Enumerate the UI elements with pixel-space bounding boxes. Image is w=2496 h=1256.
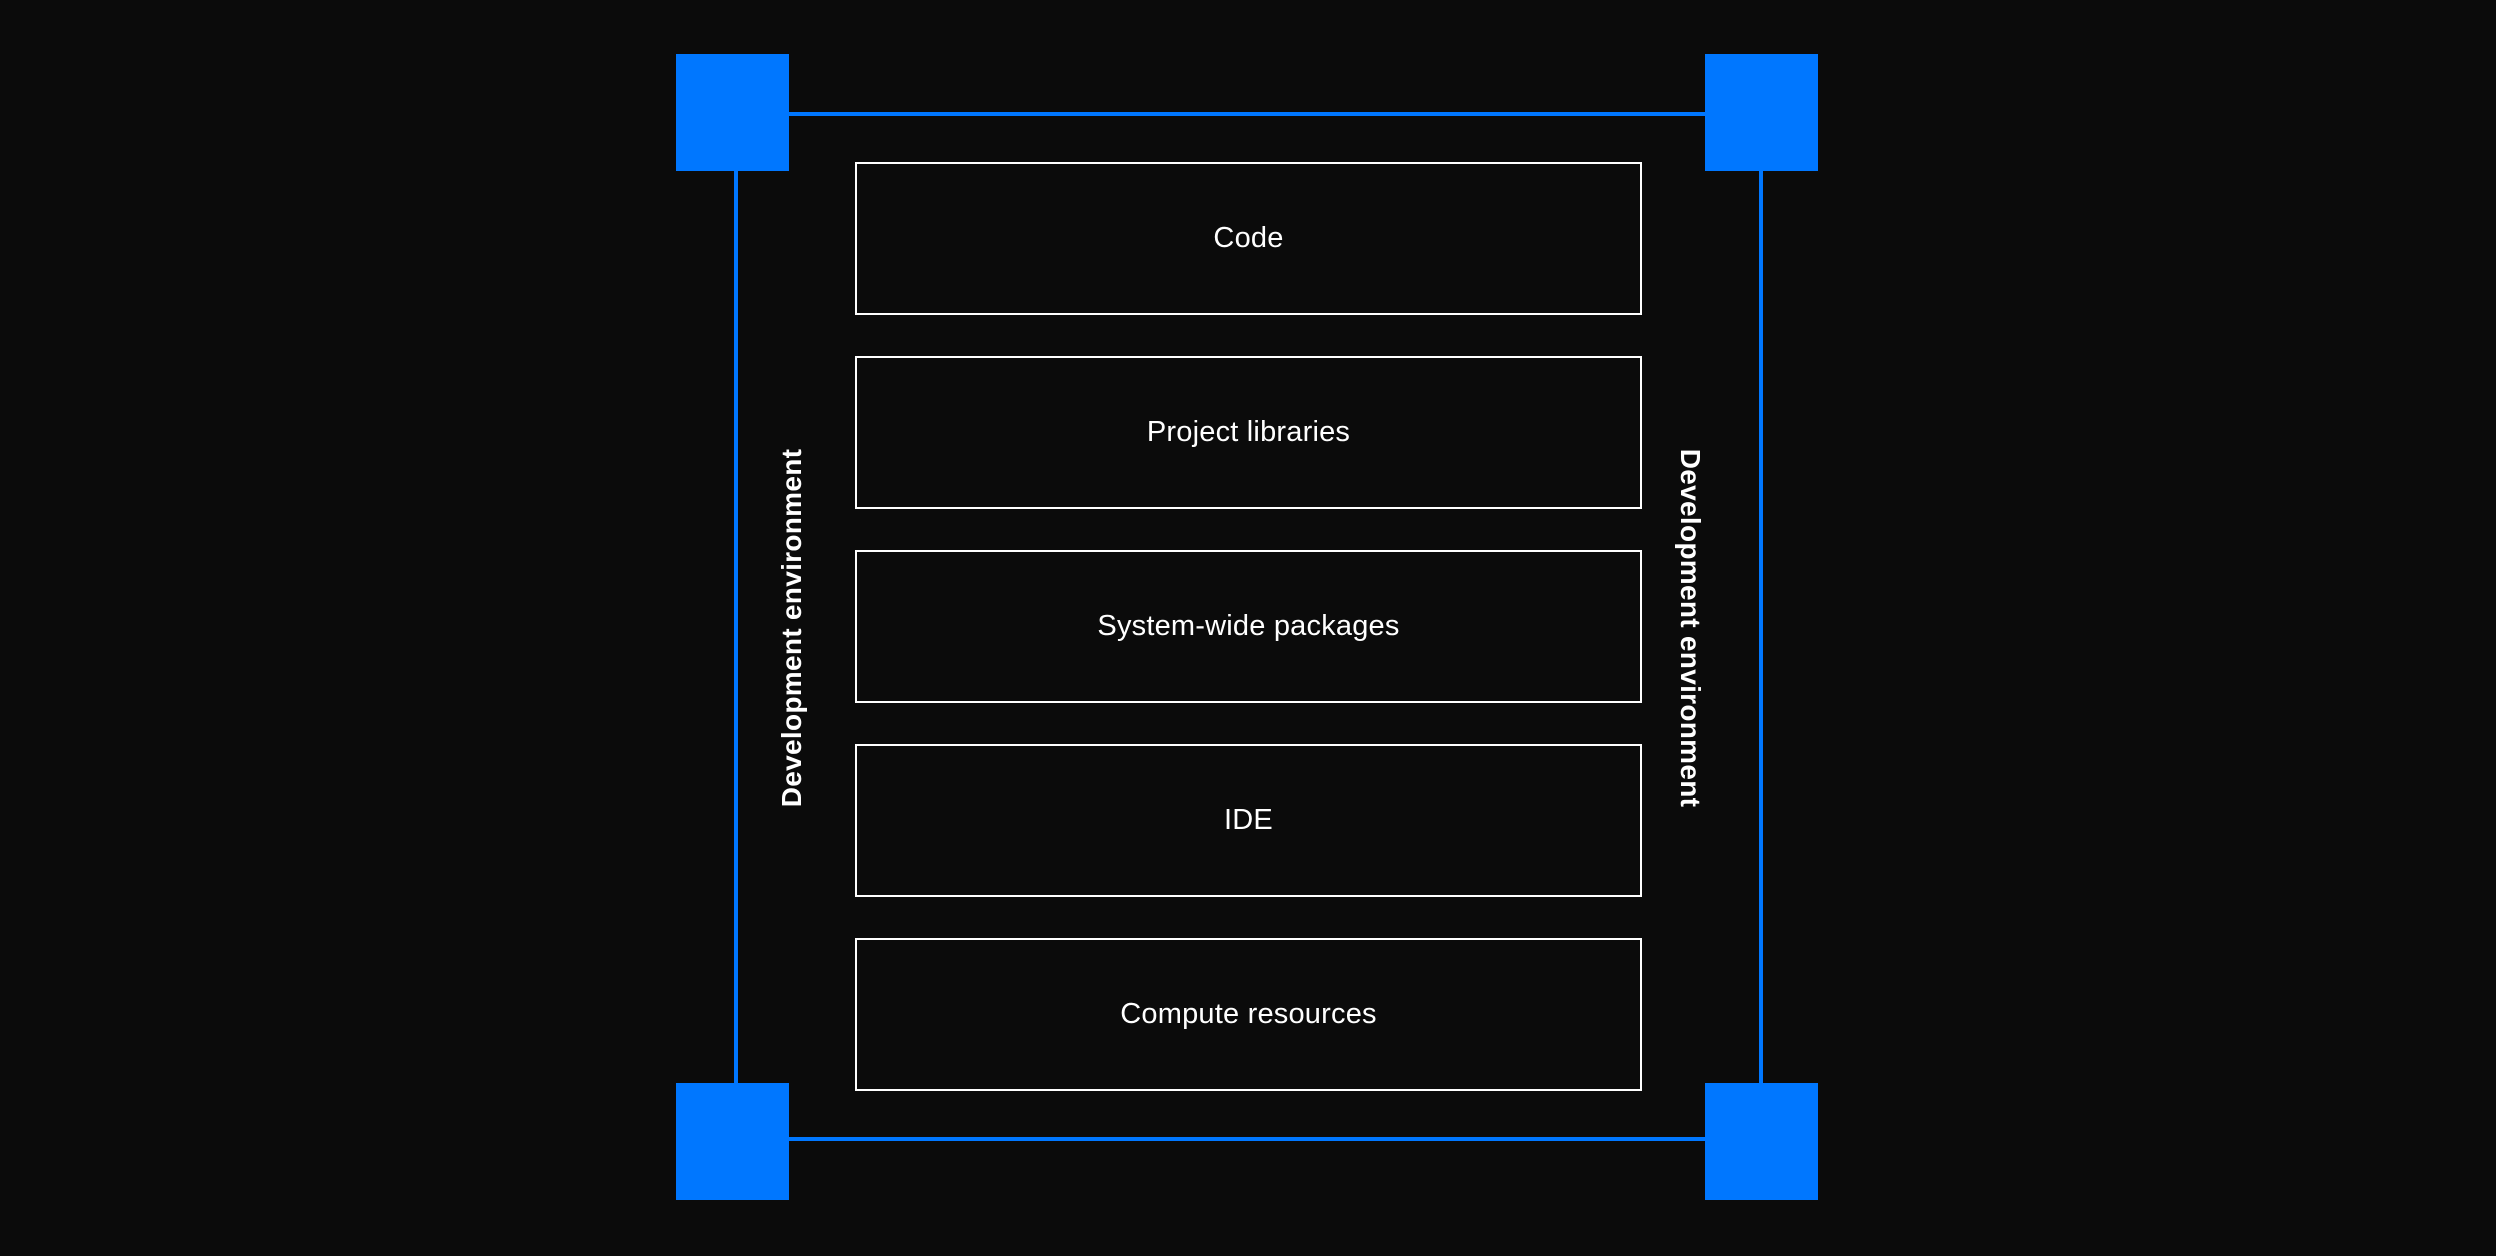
layer-label: System-wide packages (1097, 610, 1400, 642)
layer-label: Code (1213, 222, 1284, 254)
layer-label: Project libraries (1146, 416, 1351, 448)
side-label-right: Development environment (1675, 448, 1706, 808)
side-label-left: Development environment (776, 448, 807, 808)
frame-top-line (732, 112, 1762, 116)
layer-label: Compute resources (1120, 998, 1377, 1030)
layer-code: Code (855, 162, 1642, 315)
layer-compute-resources: Compute resources (855, 938, 1642, 1091)
corner-top-right (1705, 54, 1818, 171)
layer-project-libraries: Project libraries (855, 356, 1642, 509)
corner-bottom-left (676, 1083, 789, 1200)
corner-bottom-right (1705, 1083, 1818, 1200)
layer-system-wide-packages: System-wide packages (855, 550, 1642, 703)
frame-right-line (1759, 112, 1763, 1141)
frame-bottom-line (732, 1137, 1762, 1141)
layer-ide: IDE (855, 744, 1642, 897)
frame-left-line (734, 112, 738, 1141)
corner-top-left (676, 54, 789, 171)
layer-label: IDE (1224, 804, 1273, 836)
